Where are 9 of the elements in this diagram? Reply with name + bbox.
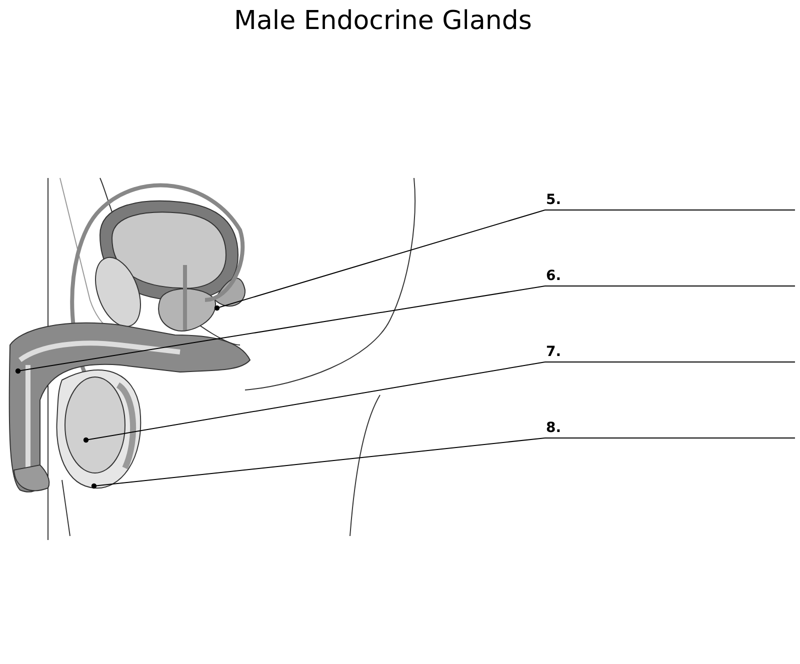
leader-line <box>214 210 546 311</box>
leader-line <box>83 362 546 443</box>
title: Male Endocrine Glands <box>233 6 533 36</box>
callout-number: 6. <box>546 267 562 285</box>
callout-number: 5. <box>546 191 562 209</box>
callout-number: 7. <box>546 343 562 361</box>
callout-number: 8. <box>546 419 562 437</box>
leader-line <box>91 438 546 489</box>
leader-line <box>15 286 546 374</box>
